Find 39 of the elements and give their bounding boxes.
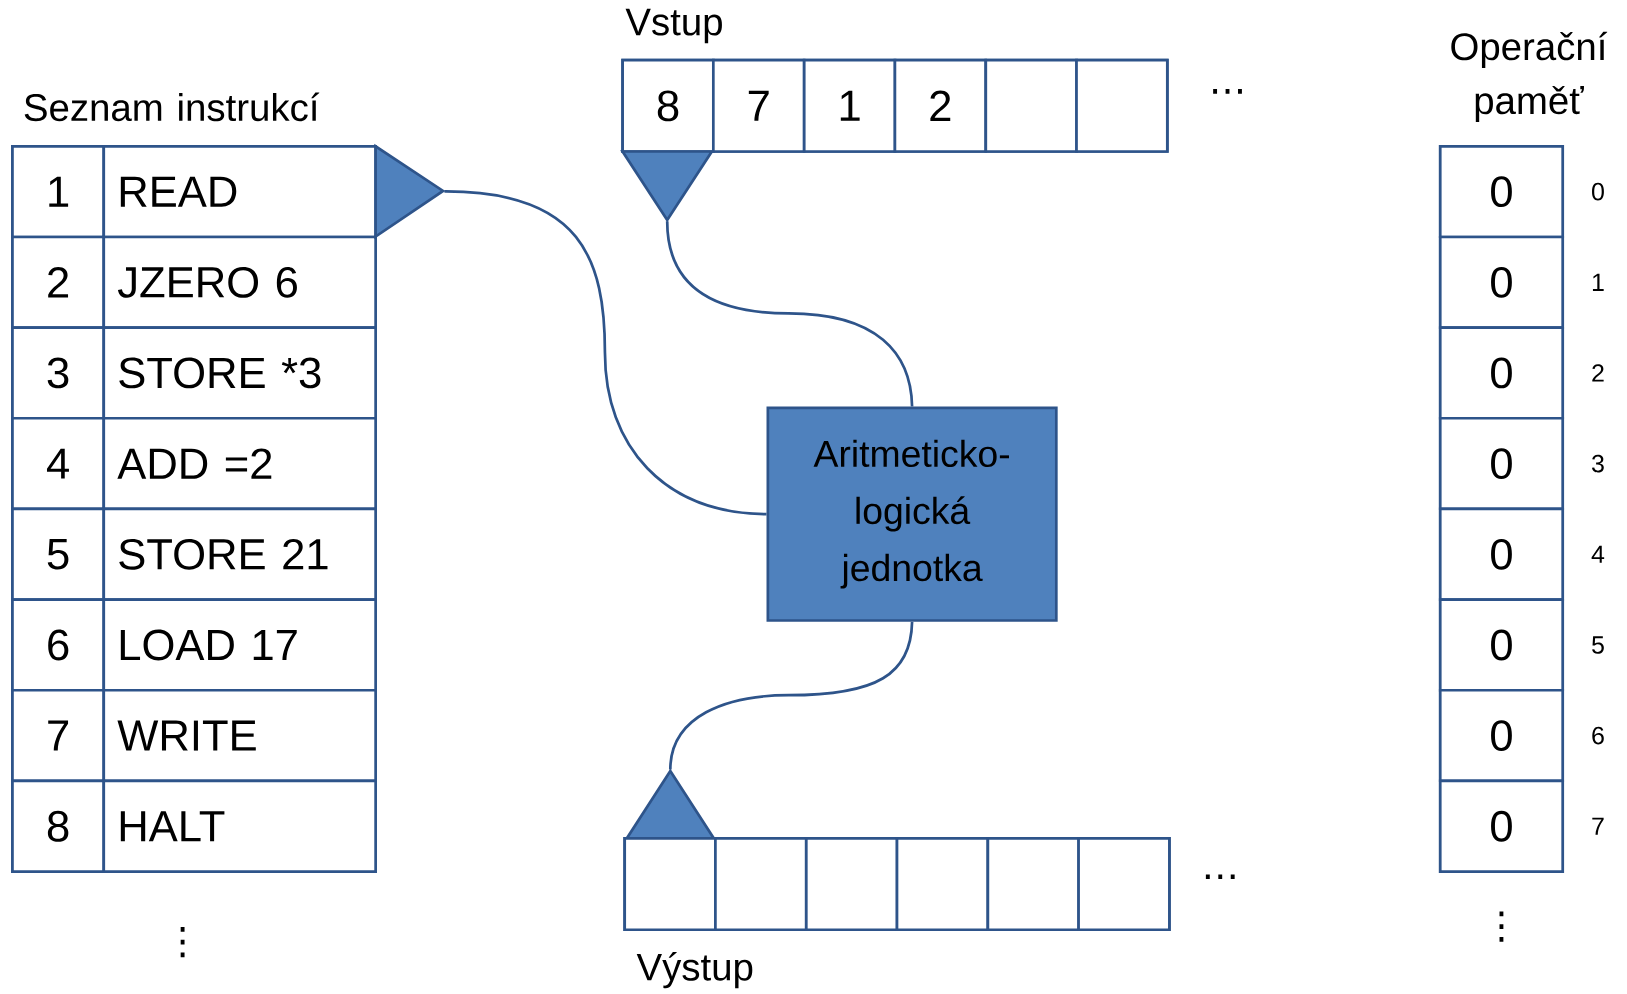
cell: 8 [621,58,715,153]
process-box: Aritmeticko-logická jednotka [766,406,1058,622]
cell [623,837,717,932]
cell: 5 [11,507,106,601]
ellipsis: ⋮ [1499,911,1504,942]
cell [984,58,1078,153]
node-label: Vstup [625,8,722,44]
cell [1075,58,1169,153]
node-label: Seznam instrukcí [24,92,320,122]
node-label: 6 [1592,726,1604,745]
node-label: 1 [1592,273,1604,291]
cell: 1 [11,144,106,239]
connector [668,621,914,770]
node-label: 0 [1592,182,1604,201]
cell: 2 [11,235,106,330]
cell: 3 [11,326,106,420]
node-label: 5 [1592,636,1604,654]
node-label: 3 [1591,454,1604,473]
ellipsis: ⋮ [180,927,185,958]
connector [444,190,767,516]
cell [714,837,808,932]
node-label: 2 [1592,364,1604,382]
cell [804,837,899,932]
cell: 8 [11,779,106,873]
cell: 2 [893,58,988,153]
node-label: 7 [1592,817,1604,835]
cell: 6 [11,598,106,692]
cell: 4 [11,416,106,511]
cell: 7 [712,58,806,153]
cell [895,837,990,932]
node-label: Operační paměť [1451,31,1608,122]
ellipsis: … [1205,874,1235,880]
cell: 1 [802,58,897,153]
ellipsis: … [1213,88,1242,94]
node-label: Výstup [636,952,753,989]
node-label: 4 [1591,545,1605,563]
cell: 7 [11,688,106,783]
connector [665,221,914,407]
cell [1077,837,1171,932]
